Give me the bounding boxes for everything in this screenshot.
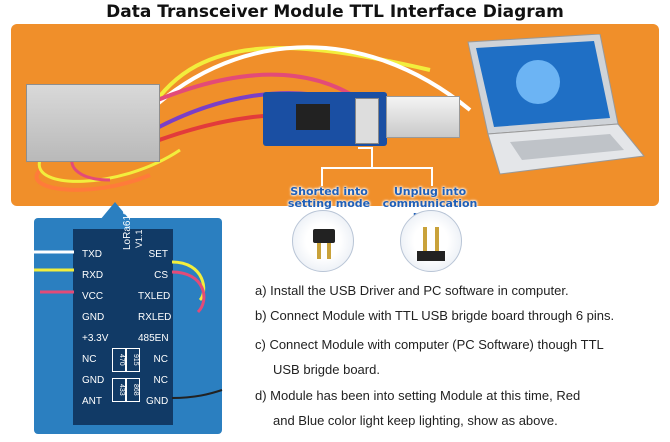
- lora-module-chip-icon: [73, 229, 173, 425]
- pin-left-gnd: GND: [82, 312, 105, 323]
- usb-plug-icon: [386, 96, 460, 138]
- diagram-title: Data Transceiver Module TTL Interface Di…: [106, 2, 564, 22]
- instruction-d: d) Module has been into setting Module a…: [255, 388, 581, 403]
- shorted-label-line2: setting mode: [287, 197, 371, 210]
- pin-right-nc2: NC: [153, 375, 168, 386]
- pin-right-set: SET: [148, 249, 168, 260]
- pin-right-cs: CS: [154, 270, 168, 281]
- jumper-open-icon: [400, 210, 462, 272]
- shorted-label-line1: Shorted into: [290, 185, 368, 198]
- shorted-label: Shorted into setting mode: [284, 186, 374, 210]
- freq-box: 915: [126, 348, 140, 372]
- pin-right-nc: NC: [153, 354, 168, 365]
- pin-right-txled: TXLED: [138, 291, 171, 302]
- pin-left-txd: TXD: [82, 249, 102, 260]
- pin-left-ant: ANT: [82, 396, 102, 407]
- pin-right-485en: 485EN: [138, 333, 169, 344]
- pin-left-rxd: RXD: [82, 270, 104, 281]
- unplug-label-line1: Unplug into: [393, 185, 467, 198]
- instruction-b: b) Connect Module with TTL USB brigde bo…: [255, 308, 615, 323]
- instruction-a: a) Install the USB Driver and PC softwar…: [255, 283, 569, 298]
- jumper-shorted-icon: [292, 210, 354, 272]
- lora-module-icon: [26, 84, 160, 162]
- instruction-d-cont: and Blue color light keep lighting, show…: [273, 413, 558, 428]
- pin-right-gnd: GND: [146, 396, 169, 407]
- instruction-c: c) Connect Module with computer (PC Soft…: [255, 337, 604, 352]
- pin-left-vcc: VCC: [82, 291, 104, 302]
- pin-panel-pointer-icon: [100, 202, 130, 220]
- pin-left-3v3: +3.3V: [82, 333, 109, 344]
- pin-left-gnd2: GND: [82, 375, 105, 386]
- instruction-c-cont: USB brigde board.: [273, 362, 380, 377]
- freq-box: 470: [112, 348, 126, 372]
- pin-right-rxled: RXLED: [138, 312, 172, 323]
- usb-chip-icon: [296, 104, 330, 130]
- freq-box: 433: [112, 378, 126, 402]
- header-pins-icon: [355, 98, 379, 144]
- laptop-icon: [467, 34, 645, 175]
- pin-left-nc: NC: [82, 354, 97, 365]
- freq-box: 868: [126, 378, 140, 402]
